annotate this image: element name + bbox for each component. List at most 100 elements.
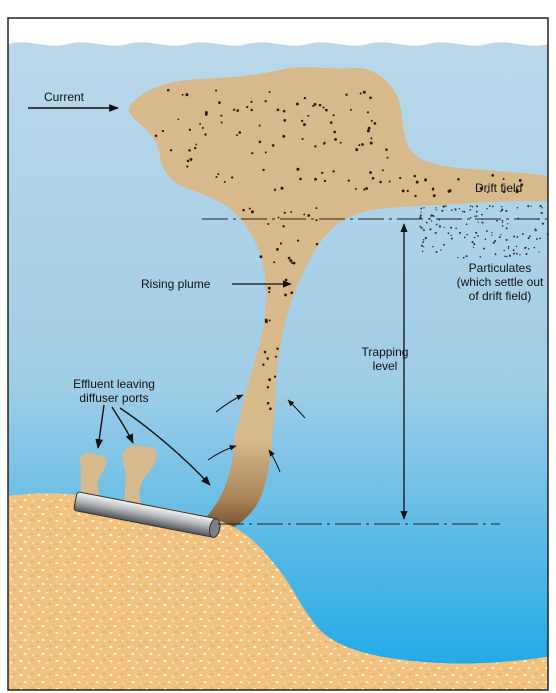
particulate-dot [527, 205, 529, 207]
particulate-dot [482, 222, 484, 224]
plume-particle [363, 188, 365, 190]
plume-particle [238, 131, 241, 134]
current-label: Current [44, 90, 85, 104]
particulate-dot [501, 206, 502, 207]
particulate-dot [542, 223, 544, 225]
plume-particle [296, 168, 299, 171]
plume-particle [402, 189, 405, 192]
particulate-dot [542, 207, 543, 208]
particulate-dot [506, 227, 508, 229]
plume-particle [249, 208, 251, 210]
particulate-dot [470, 217, 472, 219]
plume-particle [358, 144, 360, 146]
plume-particle [330, 121, 333, 124]
particulate-dot [451, 209, 453, 211]
plume-particle [204, 133, 206, 135]
particulate-dot [538, 251, 539, 252]
particulates-label-line2: (which settle out [457, 275, 544, 289]
particulate-dot [516, 236, 518, 238]
particulate-dot [473, 247, 474, 248]
plume-particle [491, 174, 494, 177]
plume-particle [290, 211, 292, 213]
plume-particle [167, 89, 170, 92]
particulate-dot [435, 232, 437, 234]
particulate-dot [474, 237, 475, 238]
plume-particle [299, 178, 302, 181]
plume-particle [259, 141, 262, 144]
plume-particle [221, 121, 223, 123]
particulate-dot [486, 208, 487, 209]
particulate-dot [486, 230, 488, 232]
particulate-dot [464, 237, 466, 239]
plume-particle [307, 214, 310, 217]
plume-particle [269, 91, 271, 93]
particulates-label-line1: Particulates [469, 261, 532, 275]
plume-particle [334, 138, 337, 141]
plume-particle [296, 103, 299, 106]
plume-particle [276, 248, 279, 251]
particulate-dot [477, 221, 478, 222]
particulate-dot [470, 205, 472, 207]
plume-particle [276, 347, 278, 349]
plume-particle [288, 257, 291, 260]
particulate-dot [507, 223, 508, 224]
plume-particle [297, 239, 299, 241]
particulate-dot [476, 215, 478, 217]
plume-particle [220, 115, 222, 117]
particulate-dot [502, 222, 503, 223]
particulate-dot [494, 240, 496, 242]
plume-particle [278, 217, 280, 219]
plume-particle [267, 386, 269, 388]
plume-particle [262, 169, 264, 171]
plume-particle [389, 180, 391, 182]
particulate-dot [529, 235, 531, 237]
particulate-dot [519, 254, 520, 255]
plume-particle [284, 293, 287, 296]
plume-particle [274, 375, 276, 377]
plume-particle [277, 108, 280, 111]
plume-particle [369, 171, 372, 174]
particulate-dot [505, 210, 507, 212]
plume-particle [231, 176, 233, 178]
particulate-dot [513, 253, 515, 255]
particulate-dot [443, 227, 444, 228]
particulate-dot [504, 256, 506, 258]
plume-particle [170, 149, 172, 151]
particulate-dot [472, 206, 473, 207]
plume-particle [285, 279, 288, 282]
particulate-dot [485, 238, 487, 240]
plume-particle [246, 106, 248, 108]
plume-particle [260, 255, 263, 258]
plume-particle [190, 158, 193, 161]
plume-particle [332, 170, 334, 172]
plume-particle [361, 143, 364, 146]
plume-particle [319, 104, 322, 107]
plume-particle [189, 129, 191, 131]
particulate-dot [540, 205, 542, 207]
plume-particle [340, 142, 342, 144]
particulate-dot [463, 257, 465, 259]
plume-particle [273, 261, 275, 263]
drift-field-label: Drift field [475, 181, 522, 195]
plume-particle [324, 180, 326, 182]
trapping-level-label-line2: level [373, 359, 398, 373]
particulate-dot [534, 228, 535, 229]
particulate-dot [513, 249, 515, 251]
plume-particle [250, 109, 252, 111]
particulate-dot [440, 249, 441, 250]
particulate-dot [436, 209, 437, 210]
plume-particle [289, 259, 292, 262]
particulate-dot [502, 209, 503, 210]
particulate-dot [549, 232, 551, 234]
plume-particle [275, 356, 277, 358]
plume-particle [215, 176, 217, 178]
plume-particle [283, 119, 286, 122]
particulate-dot [422, 251, 423, 252]
plume-particle [307, 115, 309, 117]
plume-particle [333, 114, 335, 116]
plume-particle [312, 105, 314, 107]
particulate-dot [439, 226, 441, 228]
plume-particle [355, 188, 357, 190]
plume-particle [224, 181, 226, 183]
